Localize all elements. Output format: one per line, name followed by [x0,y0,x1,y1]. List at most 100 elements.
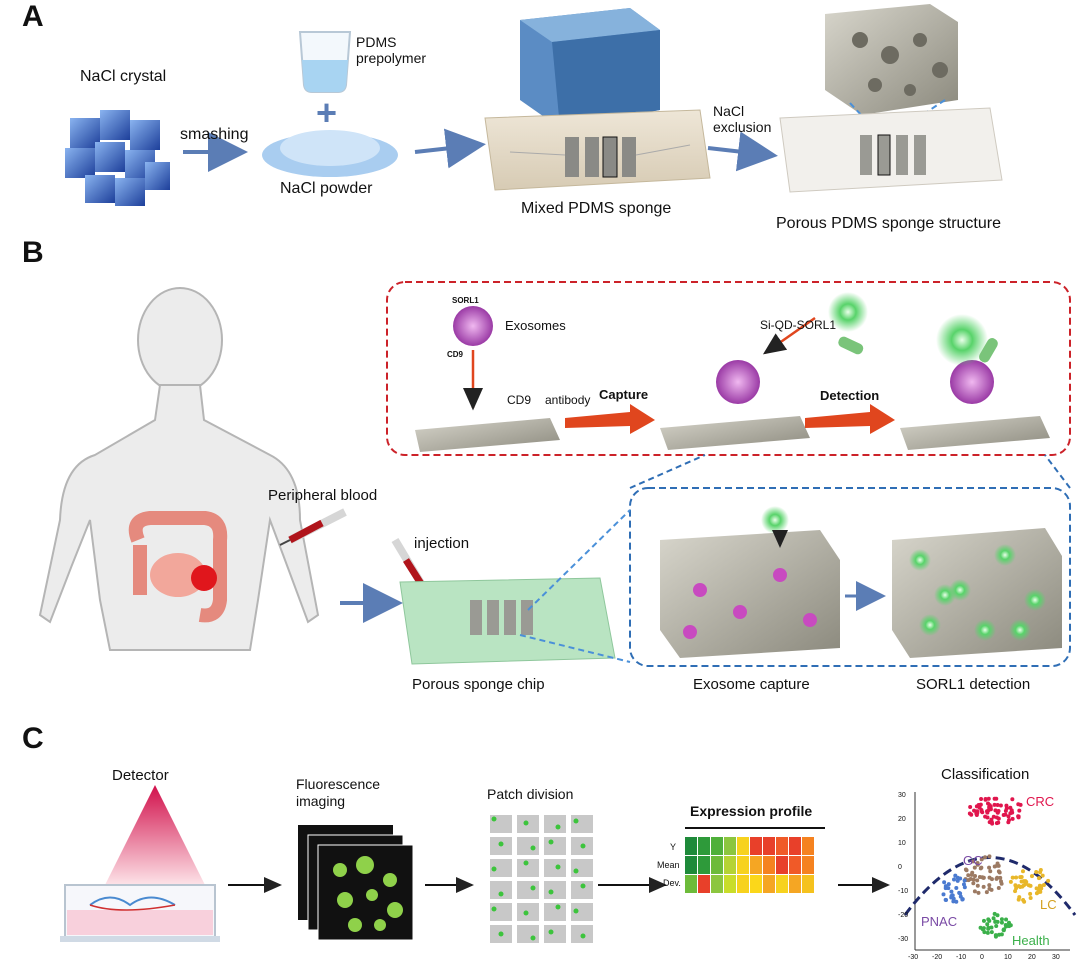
patch-cell [517,859,539,877]
cluster-point-0 [976,802,981,807]
heatmap-cell-2-0 [684,874,698,894]
cluster-point-3 [1017,895,1022,900]
capture-detection-box [386,281,1071,456]
label-detection: Detection [820,388,880,403]
nacl-crystal-illustration [65,110,170,206]
label-nacl-crystal: NaCl crystal [80,68,167,85]
cluster-point-1 [976,890,981,895]
patch-dot [573,908,579,914]
patch-cell [544,815,566,833]
cluster-point-0 [979,796,984,801]
cluster-point-0 [985,810,990,815]
y-tick-label: 0 [898,864,902,871]
cluster-gc: GC [963,853,983,868]
exosome-detection-box [629,487,1071,667]
cluster-point-4 [1008,923,1013,928]
patch-dot [530,845,536,851]
heatmap-cell-0-8 [788,836,802,856]
cluster-point-1 [973,873,978,878]
patch-dot [555,864,561,870]
heatmap-cell-1-5 [749,855,763,875]
label-nacl-powder: NaCl powder [280,180,373,197]
cluster-point-2 [949,889,954,894]
x-tick-label: 10 [1004,954,1012,961]
cluster-point-2 [962,885,967,890]
patch-dot [523,860,529,866]
exosome-3 [950,360,994,404]
cluster-point-0 [972,808,977,813]
cluster-point-0 [1010,797,1015,802]
cluster-point-3 [1028,895,1033,900]
patch-dot [548,889,554,895]
cluster-point-4 [1004,924,1009,929]
cluster-point-0 [996,808,1001,813]
cluster-point-0 [986,796,991,801]
cluster-point-0 [1010,816,1015,821]
cluster-point-0 [1004,803,1009,808]
exosome-2 [716,360,760,404]
cluster-point-4 [985,930,990,935]
cluster-point-0 [990,821,995,826]
cluster-point-0 [1016,815,1021,820]
patch-dot [580,843,586,849]
label-row-mean: Mean [657,860,680,870]
heatmap-cell-2-6 [762,874,776,894]
heatmap-cell-2-8 [788,874,802,894]
cluster-point-0 [967,811,972,816]
y-tick-label: 30 [898,792,906,799]
cluster-health: Health [1012,933,1050,948]
x-tick-label: -30 [908,954,919,961]
heatmap-cell-1-3 [723,855,737,875]
cluster-point-3 [1046,878,1051,883]
label-porous-chip: Porous sponge chip [412,676,545,693]
cluster-point-1 [972,889,977,894]
patch-dot [498,891,504,897]
cluster-point-0 [1017,808,1022,813]
cluster-point-1 [975,883,980,888]
cluster-point-0 [983,796,988,801]
cluster-point-3 [1014,875,1019,880]
cluster-point-4 [982,930,987,935]
cluster-point-3 [1010,875,1015,880]
patch-cell [517,925,539,943]
patch-dot [555,824,561,830]
label-capture: Capture [599,387,649,402]
label-cd9-antibody-a: CD9 [507,393,532,407]
cluster-point-4 [986,926,991,931]
label-exosomes: Exosomes [505,318,566,333]
label-patch-division: Patch division [487,786,574,802]
cluster-point-1 [989,887,994,892]
label-nacl-exclusion-2: exclusion [713,119,772,135]
heatmap-cell-1-1 [697,855,711,875]
label-fluorescence-2: imaging [296,793,346,809]
cluster-point-3 [1028,883,1033,888]
patch-cell [490,881,512,899]
cluster-point-1 [995,875,1000,880]
heatmap-cell-2-1 [697,874,711,894]
cluster-point-3 [1018,875,1023,880]
label-exosome-capture: Exosome capture [693,676,810,693]
cluster-point-1 [963,867,968,872]
patch-dot [523,820,529,826]
cluster-point-0 [991,814,996,819]
cluster-point-4 [995,919,1000,924]
cluster-point-0 [995,802,1000,807]
label-pdms-prepolymer-1: PDMS [356,34,397,50]
label-si-qd: Si-QD-SORL1 [760,318,837,332]
cluster-point-0 [985,815,990,820]
cluster-point-1 [996,886,1001,891]
cluster-point-1 [981,884,986,889]
heatmap-cell-2-2 [710,874,724,894]
x-tick-label: -20 [932,954,943,961]
label-injection: injection [414,535,470,552]
heatmap-cell-1-8 [788,855,802,875]
svg-text:+: + [316,92,337,133]
label-porous-structure: Porous PDMS sponge structure [776,215,1001,232]
heatmap-cell-1-4 [736,855,750,875]
patch-cell [490,903,512,921]
cluster-point-1 [987,883,992,888]
expression-heatmap [684,836,815,894]
patch-dot [580,933,586,939]
x-tick-label: -10 [956,954,967,961]
patch-cell [544,925,566,943]
